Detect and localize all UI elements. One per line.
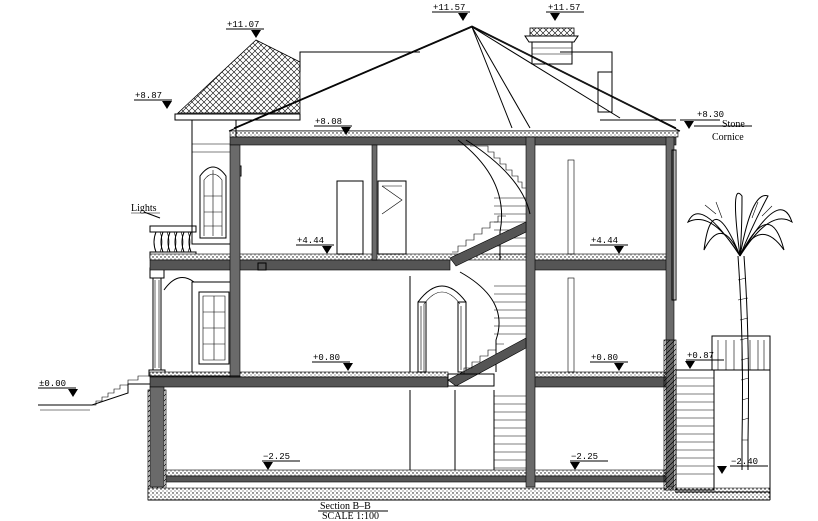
turret-body bbox=[191, 119, 242, 377]
right-stair bbox=[675, 335, 771, 500]
level-markers bbox=[38, 11, 768, 474]
base-lines bbox=[150, 119, 676, 377]
ground bbox=[38, 383, 771, 501]
palm-tree bbox=[686, 192, 793, 470]
note-lights: Lights bbox=[131, 203, 157, 214]
level-label-minus-2-25-left: −2.25 bbox=[263, 452, 290, 462]
level-label-11-57-right: +11.57 bbox=[548, 3, 580, 13]
scale-label: SCALE 1:100 bbox=[322, 511, 379, 521]
walls bbox=[149, 136, 677, 491]
level-label-8-30: +8.30 bbox=[697, 110, 724, 120]
level-label-8-08: +8.08 bbox=[315, 117, 342, 127]
rear-volume bbox=[299, 51, 613, 113]
portico bbox=[148, 267, 195, 377]
balcony bbox=[143, 211, 197, 259]
interior-elements bbox=[257, 159, 575, 470]
level-label-0-80-right: +0.80 bbox=[591, 353, 618, 363]
note-stone: Stone bbox=[722, 119, 745, 130]
staircase bbox=[447, 139, 531, 470]
note-cornice: Cornice bbox=[712, 132, 744, 143]
main-roof bbox=[228, 25, 681, 138]
entry-steps bbox=[92, 375, 150, 406]
level-label-4-44-right: +4.44 bbox=[591, 236, 618, 246]
level-label-minus-2-25-right: −2.25 bbox=[571, 452, 598, 462]
level-label-11-57-left: +11.57 bbox=[433, 3, 465, 13]
level-label-0-87: +0.87 bbox=[687, 351, 714, 361]
level-label-0-80-left: +0.80 bbox=[313, 353, 340, 363]
roof-lantern bbox=[524, 27, 579, 65]
section-title: Section B–B bbox=[320, 501, 371, 512]
level-label-minus-2-40: −2.40 bbox=[731, 457, 758, 467]
level-label-8-87: +8.87 bbox=[135, 91, 162, 101]
level-label-4-44-left: +4.44 bbox=[297, 236, 324, 246]
level-label-11-07: +11.07 bbox=[227, 20, 259, 30]
arched-niche bbox=[417, 285, 467, 373]
level-label-0-00: ±0.00 bbox=[39, 379, 66, 389]
turret-roof bbox=[174, 39, 301, 121]
